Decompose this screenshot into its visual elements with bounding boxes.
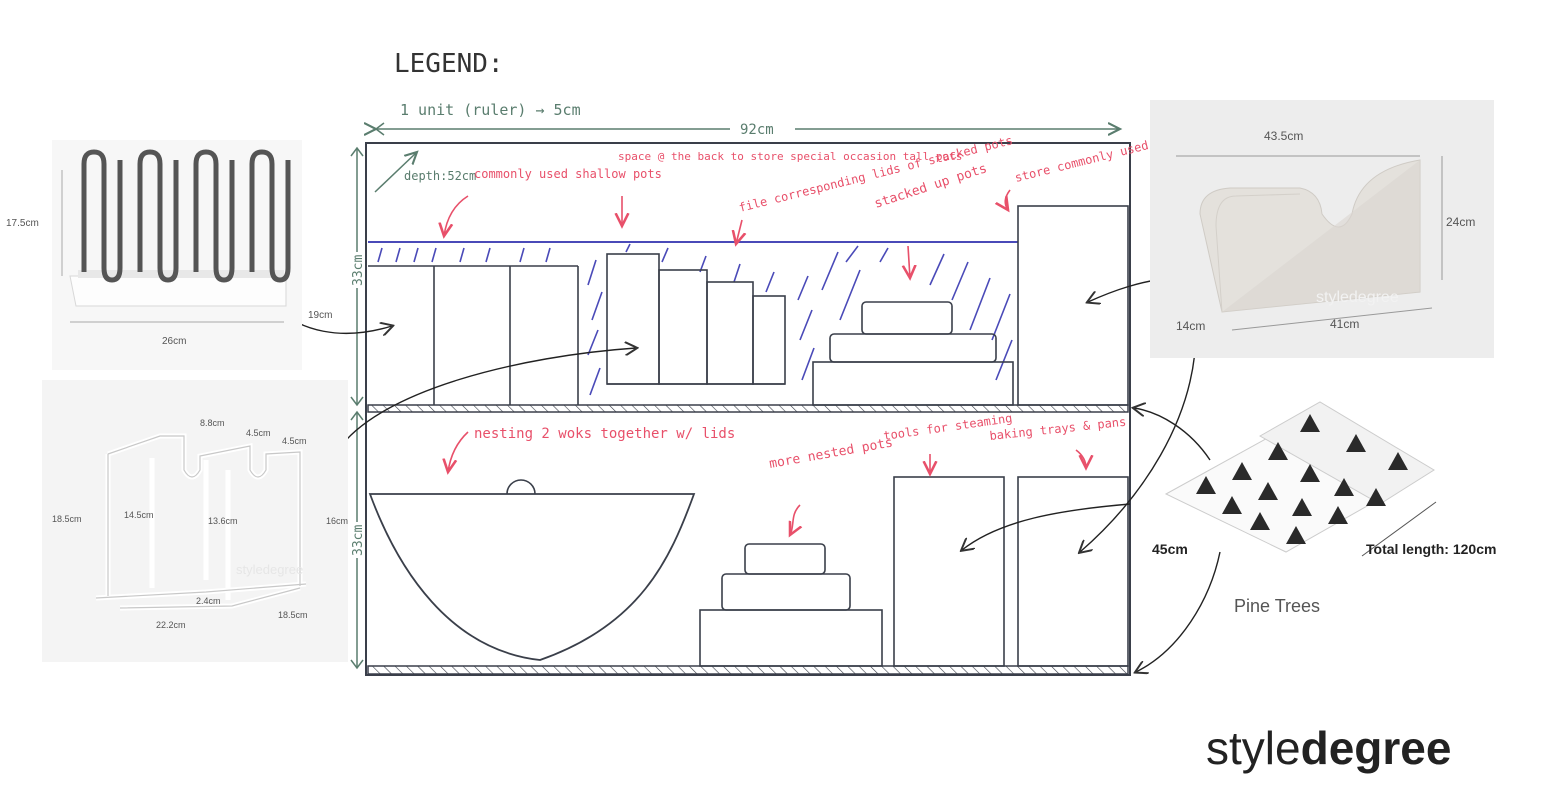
organizer-length-label: 41cm [1330,317,1359,331]
legend-unit: 1 unit (ruler) → 5cm [400,101,581,119]
lid-stand-gap-a: 4.5cm [246,428,271,438]
liner-connector-arrow-lower [1136,551,1221,672]
middle-shelf-board [367,404,1129,413]
lid-stand-product-photo: 8.8cm 4.5cm 4.5cm 18.5cm 14.5cm 13.6cm 1… [42,380,348,662]
lid-stand-right-height: 16cm [326,516,348,526]
pot-rack-product-photo: 17.5cm 19cm 26cm [6,140,332,370]
depth-label: depth:52cm [404,169,476,183]
rack-height-label: 17.5cm [6,218,39,229]
organizer-width-label: 43.5cm [1264,129,1303,143]
pot-rack-slots [368,265,579,405]
pan-organizer-box [1017,205,1129,406]
upper-height-label: 33cm [351,255,366,286]
liner-pattern-name: Pine Trees [1234,596,1320,616]
depth-arrow [374,152,417,193]
lid-stand-width: 22.2cm [156,620,186,630]
liner-length-label: Total length: 120cm [1366,541,1496,557]
lid-stand-gap-b: 4.5cm [282,436,307,446]
note-shallow-pots: commonly used shallow pots [474,167,662,181]
organizer-product-photo: 43.5cm 24cm 14cm 41cm styledegree [1150,100,1494,358]
wok-lid-handle [506,479,536,495]
back-space-hatching [377,243,1013,396]
baking-trays-bin [1017,476,1129,667]
rack-width-label: 26cm [162,336,186,347]
stacked-pots [812,301,1014,406]
nested-woks [368,493,696,661]
note-nested-pots: more nested pots [768,435,894,472]
note-woks: nesting 2 woks together w/ lids [474,426,735,442]
organizer-connector-arrow-lower-right [1080,329,1197,552]
liner-connector-arrow-upper [1134,408,1211,461]
nested-pots [699,543,883,667]
lid-stand-height: 18.5cm [52,514,82,524]
organizer-depth-label: 14cm [1176,319,1205,333]
lid-stand-mid-a: 14.5cm [124,510,154,520]
organizer-height-label: 24cm [1446,215,1475,229]
lid-stand-depth: 18.5cm [278,610,308,620]
lid-stand-watermark: styledegree [236,562,303,577]
note-tall-pots: space @ the back to store special occasi… [618,150,962,163]
lid-stand-connector-arrow [337,348,636,451]
bottom-shelf-board [367,665,1129,675]
lid-stand-base: 2.4cm [196,596,221,606]
lid-stand-mid-b: 13.6cm [208,516,238,526]
liner-width-label: 45cm [1152,541,1188,557]
organizer-connector-arrow-lower-left [962,503,1131,550]
brand-logo: styledegree [1206,722,1451,774]
lid-file-organizer [606,253,786,385]
shelf-liner-product-photo: 45cm Total length: 120cm Pine Trees [1152,401,1496,616]
lower-height-label: 33cm [351,525,366,556]
legend-title: LEGEND: [394,49,504,79]
steaming-tools-bin [893,476,1005,667]
lid-stand-top-gap: 8.8cm [200,418,225,428]
width-label: 92cm [740,122,774,138]
organizer-watermark: styledegree [1316,289,1399,306]
rack-depth-label: 19cm [308,310,332,321]
cabinet-outline [365,142,1131,676]
